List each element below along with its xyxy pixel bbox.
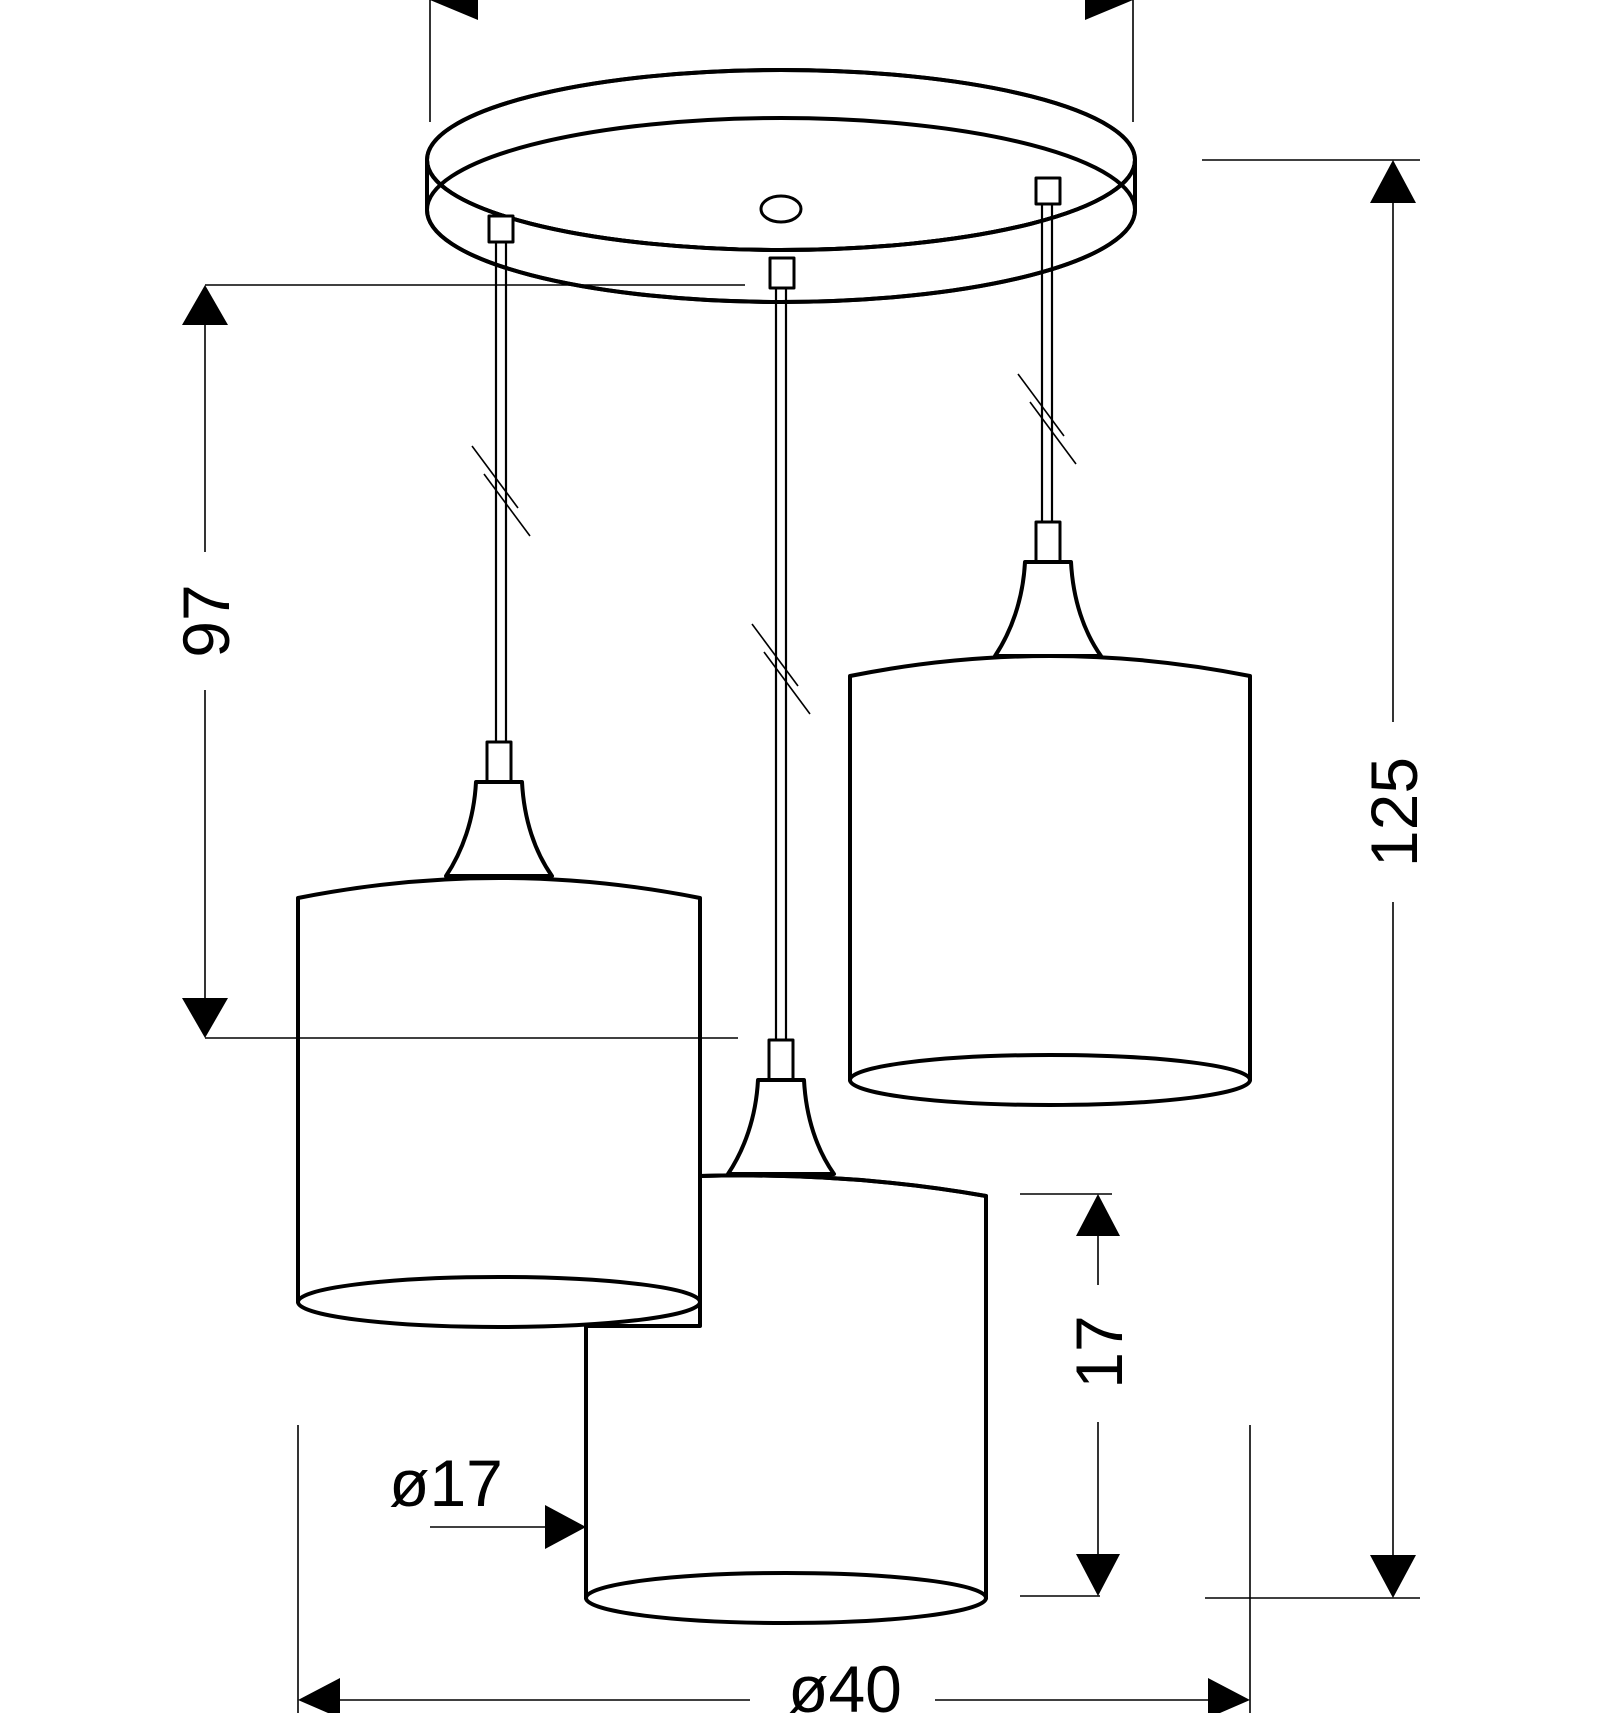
hanging-height-dimension: 97 [169, 284, 745, 1039]
shade-height-dimension: 17 [1020, 1193, 1136, 1597]
ceiling-canopy [425, 68, 1137, 304]
total-height-dimension: 125 [1202, 159, 1431, 1599]
left-pendant [296, 214, 702, 1329]
shade-diameter-label: ø17 [389, 1446, 503, 1520]
hanging-height-label: 97 [169, 584, 243, 657]
total-height-label: 125 [1357, 757, 1431, 867]
middle-pendant [584, 256, 988, 1625]
right-pendant [848, 176, 1252, 1107]
top-width-dimension [429, 0, 1134, 122]
overall-diameter-dimension: ø40 [297, 1425, 1251, 1713]
shade-height-label: 17 [1062, 1315, 1136, 1388]
overall-diameter-label: ø40 [788, 1652, 902, 1713]
shade-diameter-dimension: ø17 [389, 1446, 586, 1549]
